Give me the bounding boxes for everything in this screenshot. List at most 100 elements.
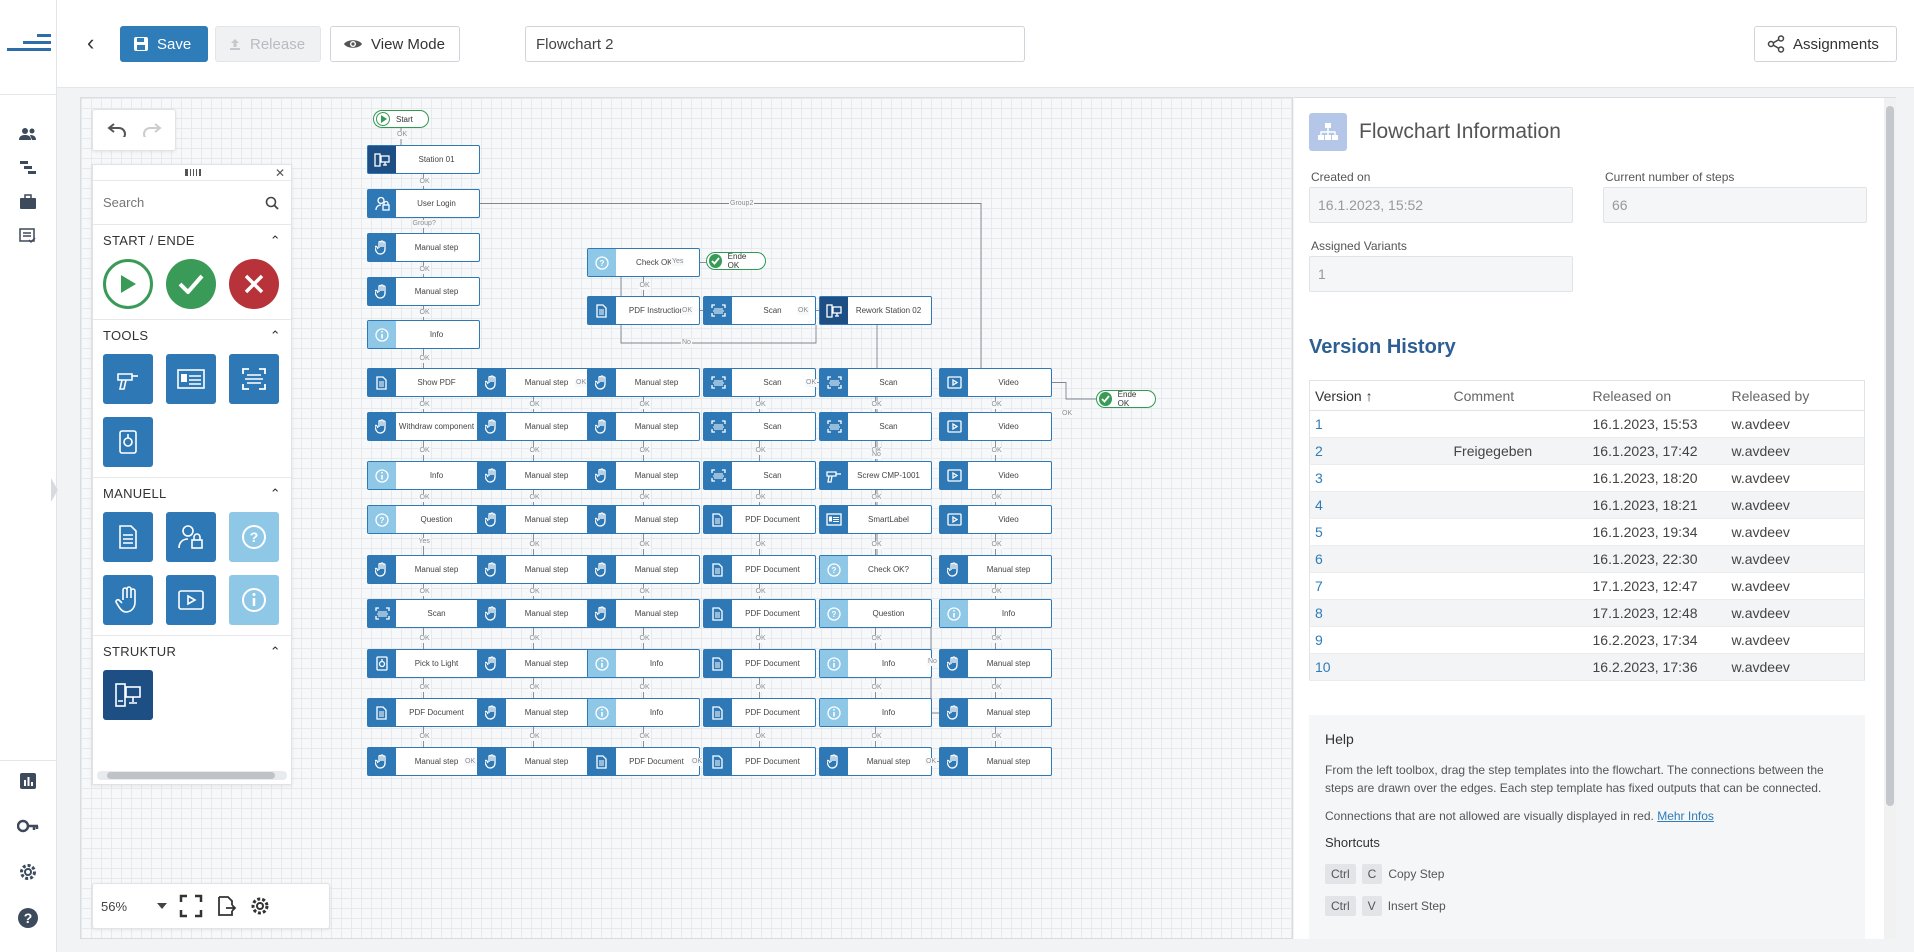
flowchart-name-input[interactable] [525,26,1025,62]
flow-step-node[interactable]: Show PDF [367,368,480,397]
start-node[interactable]: Start [373,110,429,128]
flow-step-node[interactable]: Manual step [939,555,1052,584]
end-nok-template[interactable] [229,259,279,309]
flow-step-node[interactable]: ?Question [367,505,480,534]
flow-step-node[interactable]: PDF Document [703,698,816,727]
flow-step-node[interactable]: Info [819,698,932,727]
flow-step-node[interactable]: Info [587,698,700,727]
column-header-version[interactable]: Version ↑ [1309,380,1449,411]
end-ok-node[interactable]: Ende OK [706,252,766,270]
chevron-down-icon[interactable] [157,903,167,909]
end-ok-node[interactable]: Ende OK [1096,390,1156,408]
version-cell[interactable]: 9 [1309,626,1449,654]
column-header-comment[interactable]: Comment [1448,380,1588,411]
flow-step-node[interactable]: Info [939,599,1052,628]
flow-step-node[interactable]: Info [587,649,700,678]
flow-step-node[interactable]: Manual step [587,368,700,397]
info-template[interactable] [229,575,279,625]
pick-to-light-template[interactable] [103,417,153,467]
flow-step-node[interactable]: Manual step [587,412,700,441]
view-mode-button[interactable]: View Mode [330,26,460,62]
flow-step-node[interactable]: Manual step [477,368,590,397]
back-icon[interactable]: ‹ [87,30,95,55]
version-cell[interactable]: 7 [1309,572,1449,600]
flow-step-node[interactable]: Station 01 [367,145,480,174]
collapse-icon[interactable]: ⌃ [269,328,281,343]
fullscreen-icon[interactable] [179,894,203,918]
flow-step-node[interactable]: Video [939,461,1052,490]
video-template[interactable] [166,575,216,625]
flow-step-node[interactable]: Info [367,320,480,349]
flow-step-node[interactable]: Manual step [819,747,932,776]
flow-step-node[interactable]: Manual step [367,233,480,262]
version-cell[interactable]: 5 [1309,518,1449,546]
collapse-icon[interactable]: ⌃ [269,233,281,248]
version-cell[interactable]: 2 [1309,437,1449,465]
release-button[interactable]: Release [215,26,321,62]
help-icon[interactable]: ? [14,904,42,932]
version-cell[interactable]: 6 [1309,545,1449,573]
redo-icon[interactable] [142,123,162,137]
flow-step-node[interactable]: Manual step [587,461,700,490]
version-cell[interactable]: 4 [1309,491,1449,519]
toolbox-drag-handle[interactable]: ✕ [93,165,291,181]
end-ok-template[interactable] [166,259,216,309]
flow-step-node[interactable]: Scan [703,412,816,441]
flow-step-node[interactable]: Scan [703,461,816,490]
flow-step-node[interactable]: Manual step [367,555,480,584]
flow-step-node[interactable]: Rework Station 02 [819,296,932,325]
settings-icon[interactable] [14,858,42,886]
flow-step-node[interactable]: User Login [367,189,480,218]
flow-step-node[interactable]: Manual step [367,277,480,306]
flow-step-node[interactable]: Manual step [477,747,590,776]
users-icon[interactable] [14,120,42,148]
question-template[interactable]: ? [229,512,279,562]
panel-scrollbar[interactable] [1884,98,1896,939]
save-button[interactable]: Save [120,26,208,62]
scan-template[interactable] [229,354,279,404]
version-cell[interactable]: 8 [1309,599,1449,627]
flow-step-node[interactable]: Info [819,649,932,678]
collapse-icon[interactable]: ⌃ [269,644,281,659]
version-cell[interactable]: 3 [1309,464,1449,492]
zoom-value[interactable]: 56% [101,898,128,914]
flow-step-node[interactable]: Scan [703,368,816,397]
flow-step-node[interactable]: PDF Document [703,747,816,776]
smartlabel-template[interactable] [166,354,216,404]
flow-step-node[interactable]: Screw CMP-1001 [819,461,932,490]
key-icon[interactable] [14,812,42,840]
flow-step-node[interactable]: Manual step [477,649,590,678]
flow-step-node[interactable]: Manual step [477,599,590,628]
flow-step-node[interactable]: Pick to Light [367,649,480,678]
flow-step-node[interactable]: Manual step [477,505,590,534]
more-info-link[interactable]: Mehr Infos [1657,809,1714,823]
canvas-settings-icon[interactable] [249,895,271,917]
start-template[interactable] [103,259,153,309]
flow-step-node[interactable]: Manual step [477,461,590,490]
flow-step-node[interactable]: Scan [367,599,480,628]
export-icon[interactable] [215,895,237,917]
column-header-released-on[interactable]: Released on [1587,380,1727,411]
manual-step-template[interactable] [103,575,153,625]
flow-step-node[interactable]: PDF Document [703,555,816,584]
assignments-button[interactable]: Assignments [1754,26,1897,62]
flow-step-node[interactable]: Manual step [367,747,480,776]
checklist-icon[interactable] [14,222,42,250]
flow-step-node[interactable]: Manual step [587,555,700,584]
flow-step-node[interactable]: Scan [819,368,932,397]
collapse-icon[interactable]: ⌃ [269,486,281,501]
flow-step-node[interactable]: Manual step [587,505,700,534]
toolbox-scrollbar[interactable] [97,771,287,780]
flow-step-node[interactable]: Manual step [477,555,590,584]
flow-step-node[interactable]: Manual step [939,698,1052,727]
flow-step-node[interactable]: Manual step [477,698,590,727]
flow-step-node[interactable]: Video [939,505,1052,534]
flow-step-node[interactable]: ?Question [819,599,932,628]
